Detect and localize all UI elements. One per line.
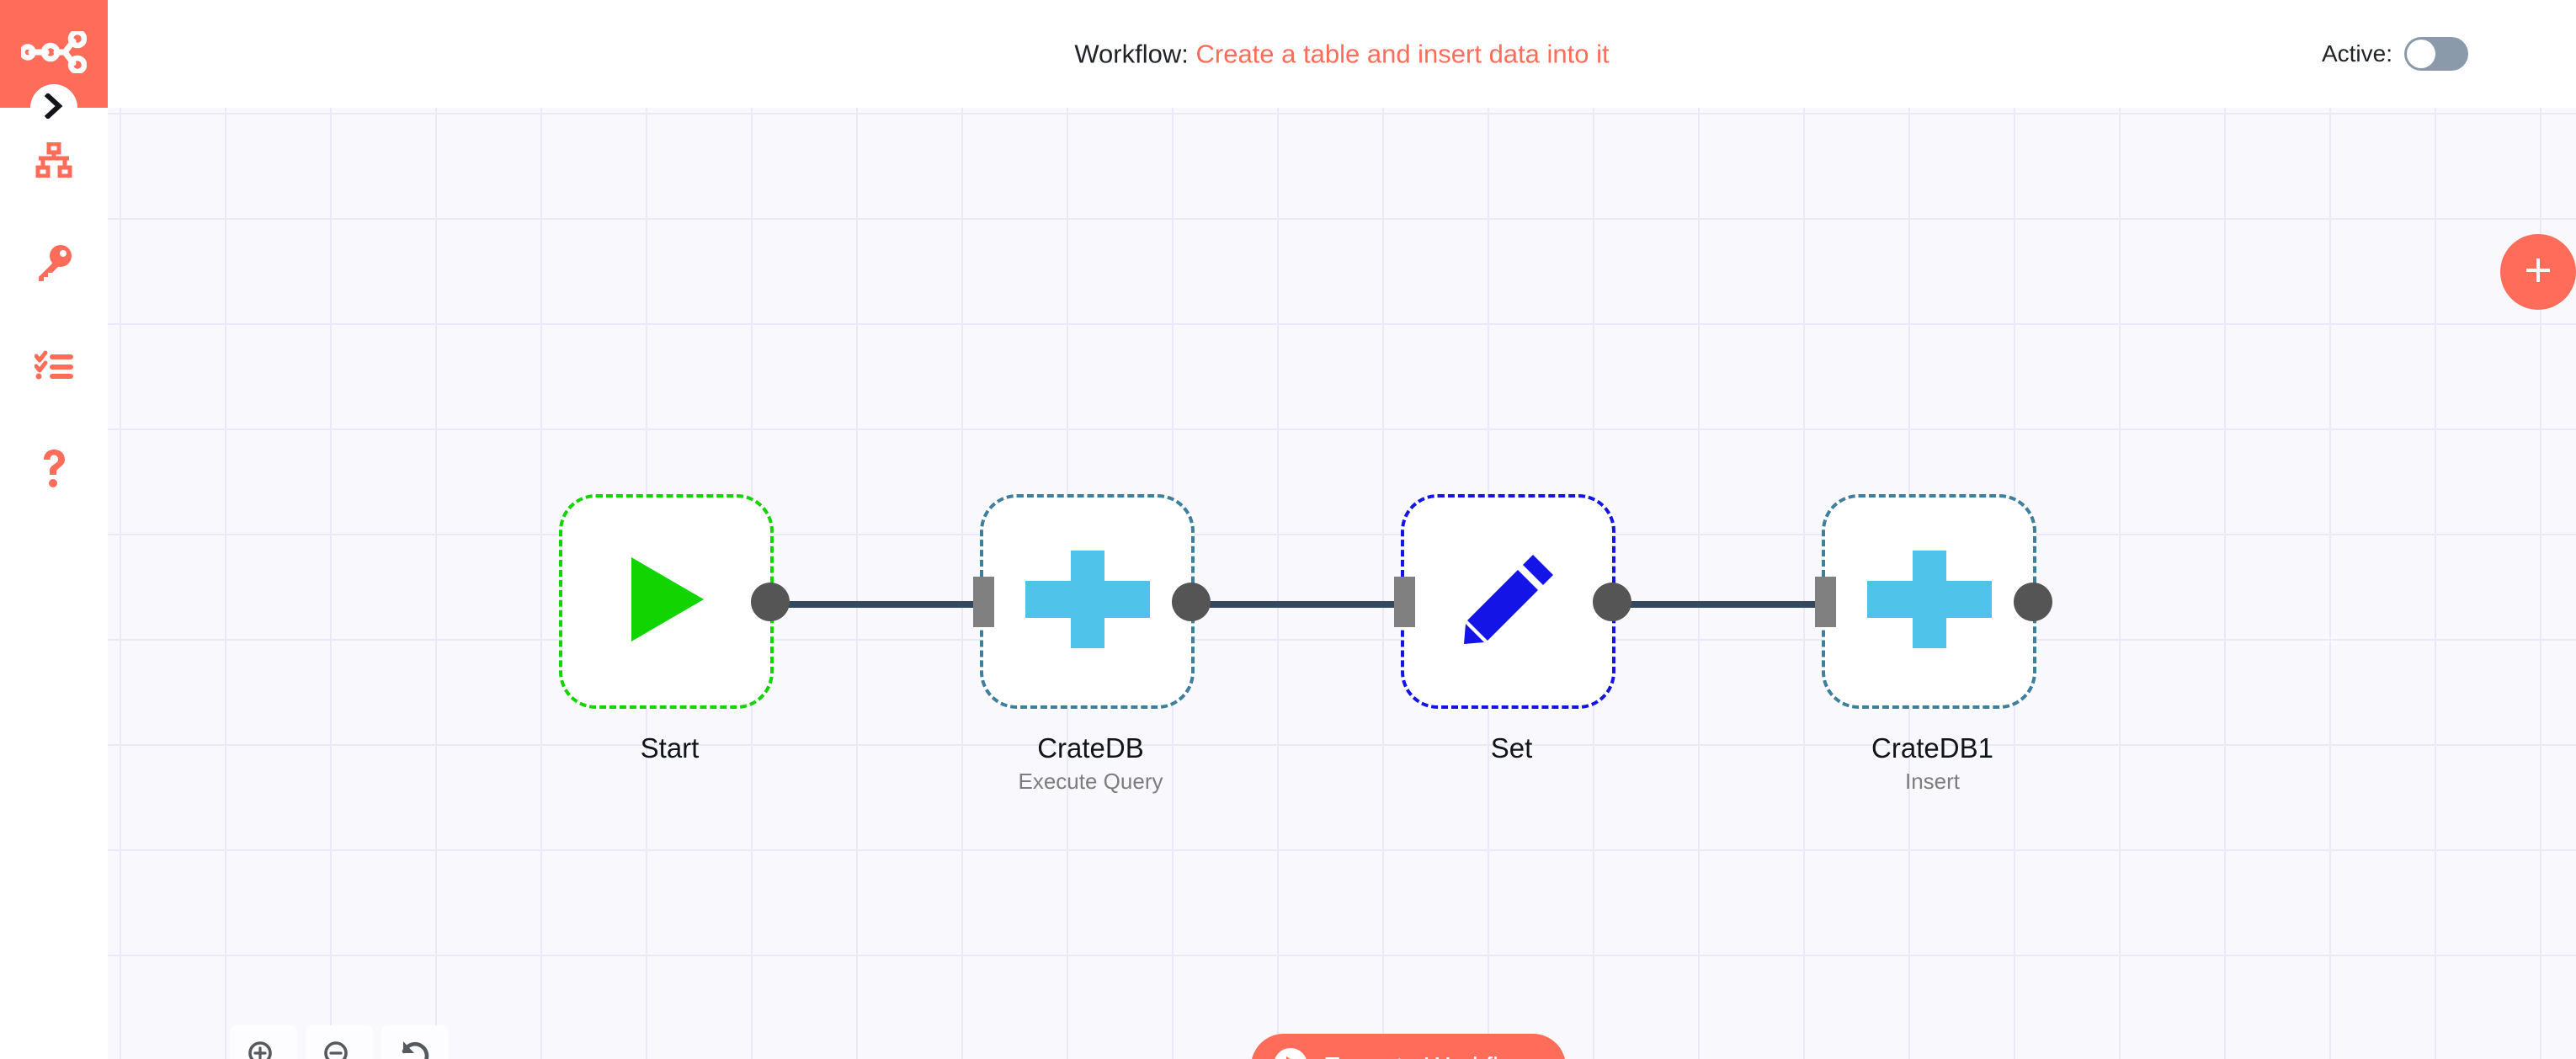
- node-output-endpoint[interactable]: [1593, 582, 1631, 621]
- node-label: Set: [1328, 732, 1695, 765]
- zoom-out-icon: [322, 1040, 356, 1059]
- question-mark-icon: [40, 449, 68, 487]
- sidebar-item-credentials[interactable]: [0, 237, 108, 288]
- cratedb-cross-icon: [1866, 551, 1992, 652]
- execute-workflow-button[interactable]: Execute Workflow: [1251, 1034, 1566, 1059]
- n8n-nodes-logo-icon: [19, 29, 88, 77]
- tasks-list-icon: [35, 350, 73, 380]
- node-output-endpoint[interactable]: [751, 582, 790, 621]
- cratedb-cross-icon: [1025, 551, 1150, 652]
- node-icon-wrapper: [1825, 498, 2033, 705]
- active-toggle-group: Active:: [2322, 37, 2468, 71]
- node-output-endpoint[interactable]: [1172, 582, 1211, 621]
- node-input-endpoint[interactable]: [973, 576, 994, 627]
- play-triangle-icon: [626, 554, 707, 649]
- node-title: Set: [1490, 732, 1533, 764]
- node-label: CrateDB Execute Query: [907, 732, 1274, 796]
- execute-workflow-label: Execute Workflow: [1323, 1051, 1532, 1059]
- node-subtitle: Insert: [1904, 769, 1961, 795]
- connection-start-to-cratedb[interactable]: [773, 601, 1093, 608]
- node-output-endpoint[interactable]: [2014, 582, 2052, 621]
- add-node-button[interactable]: [2500, 234, 2576, 310]
- node-cratedb1[interactable]: CrateDB1 Insert: [1815, 494, 2052, 794]
- node-title: CrateDB1: [1871, 732, 1993, 764]
- node-set[interactable]: Set: [1394, 494, 1631, 764]
- sidebar-item-workflows[interactable]: [0, 135, 108, 185]
- zoom-in-button[interactable]: [230, 1025, 297, 1059]
- node-cratedb[interactable]: CrateDB Execute Query: [973, 494, 1211, 794]
- key-icon: [35, 243, 73, 282]
- reset-undo-icon: [397, 1040, 433, 1059]
- header-bar: Workflow: Create a table and insert data…: [108, 0, 2576, 108]
- connection-cratedb-to-set[interactable]: [1194, 601, 1490, 608]
- plus-icon: [2521, 253, 2555, 291]
- sidebar: [0, 0, 108, 1059]
- chevron-right-icon: [44, 92, 63, 123]
- node-title: Start: [640, 732, 700, 764]
- node-start[interactable]: Start: [559, 494, 790, 764]
- sidebar-item-help[interactable]: [0, 443, 108, 493]
- workflow-canvas[interactable]: Start CrateDB Execute Query: [108, 108, 2576, 1059]
- node-input-endpoint[interactable]: [1815, 576, 1836, 627]
- node-icon-wrapper: [562, 498, 770, 705]
- connection-set-to-cratedb1[interactable]: [1626, 601, 1923, 608]
- node-input-endpoint[interactable]: [1394, 576, 1415, 627]
- canvas-zoom-controls: [230, 1025, 449, 1059]
- workflow-label: Workflow:: [1074, 39, 1189, 69]
- node-label: CrateDB1 Insert: [1749, 732, 2116, 796]
- node-label: Start: [487, 732, 853, 765]
- active-label: Active:: [2321, 40, 2392, 67]
- node-subtitle: Execute Query: [1018, 769, 1163, 795]
- workflow-title: Workflow: Create a table and insert data…: [1074, 41, 1609, 67]
- sidebar-expand-button[interactable]: [30, 84, 77, 131]
- zoom-in-icon: [247, 1040, 280, 1059]
- zoom-out-button[interactable]: [306, 1025, 373, 1059]
- sidebar-item-executions[interactable]: [0, 340, 108, 391]
- node-icon-wrapper: [1404, 498, 1612, 705]
- node-title: CrateDB: [1037, 732, 1144, 764]
- active-toggle-switch[interactable]: [2404, 37, 2468, 71]
- play-circle-icon: [1273, 1047, 1308, 1059]
- node-icon-wrapper: [983, 498, 1191, 705]
- workflow-name[interactable]: Create a table and insert data into it: [1195, 39, 1610, 69]
- sitemap-icon: [35, 142, 72, 178]
- pencil-icon: [1462, 553, 1555, 650]
- reset-zoom-button[interactable]: [381, 1025, 449, 1059]
